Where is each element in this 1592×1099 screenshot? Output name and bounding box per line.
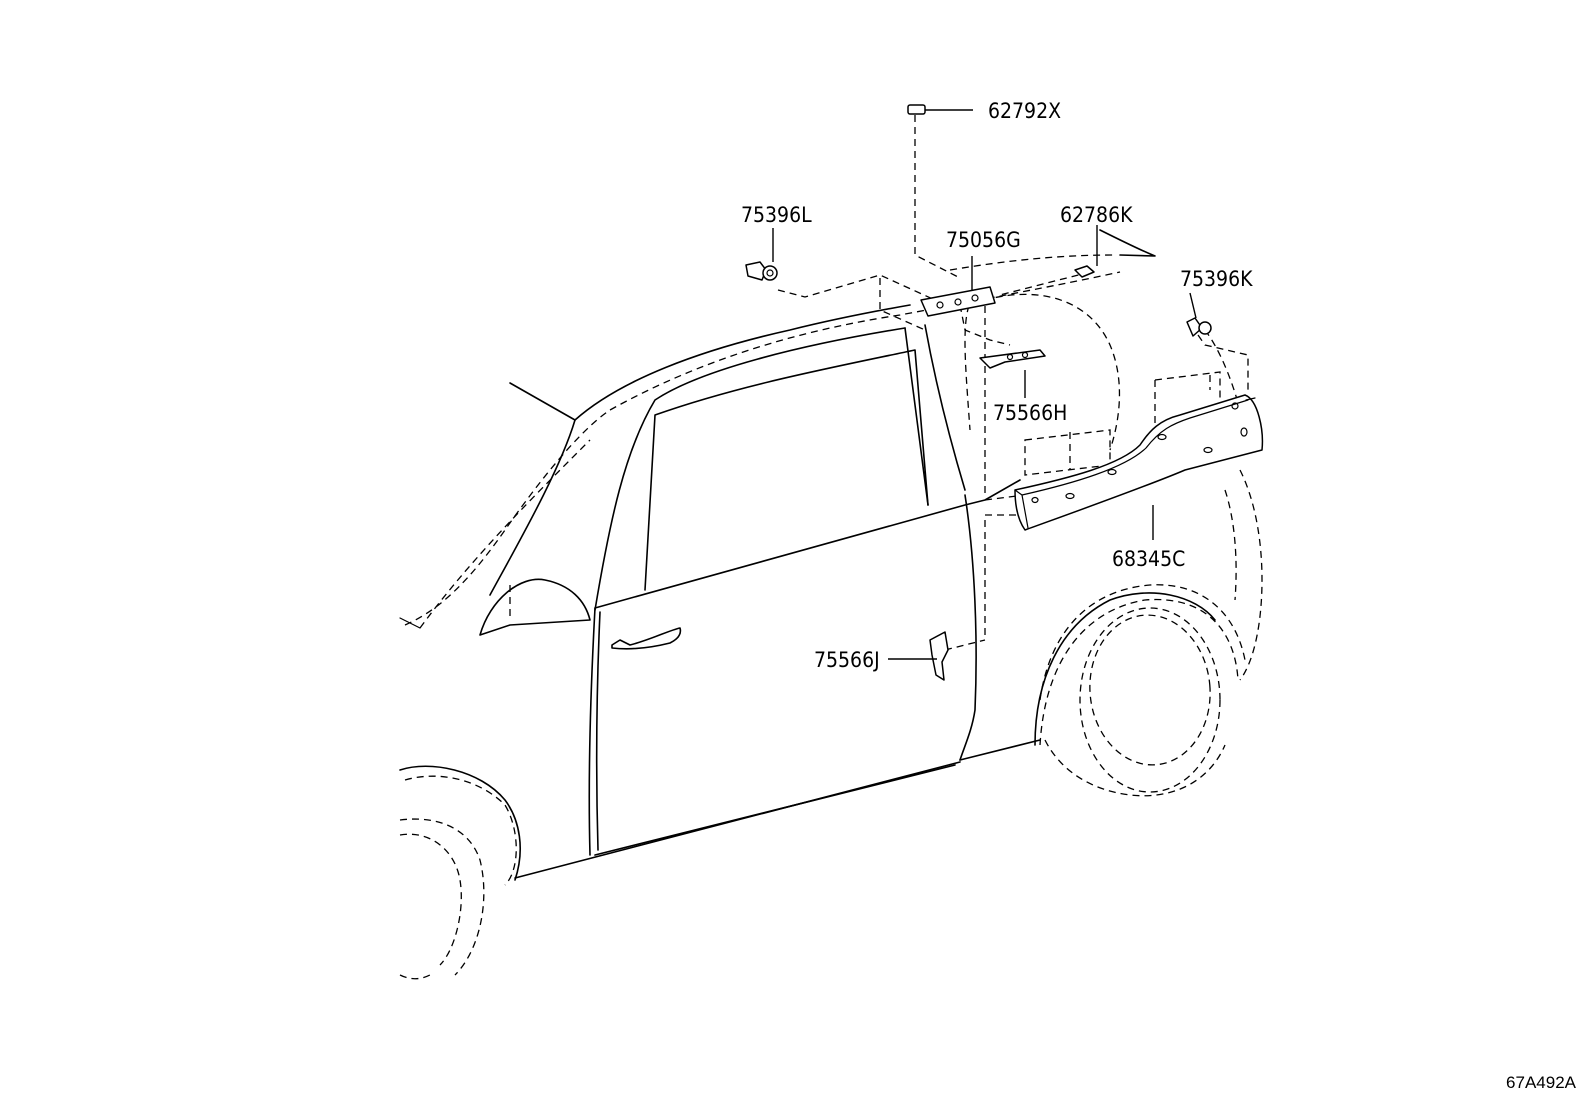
callout-labels: 62792X 75396L 75056G 62786K 75396K 75566…	[741, 99, 1253, 672]
part-75396l-clip	[745, 261, 778, 281]
callout-62786k: 62786K	[1060, 203, 1133, 227]
diagram-reference-code: 67A492A	[1506, 1073, 1577, 1092]
callout-75056g: 75056G	[946, 228, 1021, 252]
callout-75566j: 75566J	[814, 648, 880, 672]
vehicle-body-solid	[399, 229, 1216, 881]
vehicle-body-outline	[399, 115, 1263, 980]
part-75056g-garnish	[920, 286, 996, 317]
part-75566h-bracket	[979, 349, 1046, 369]
callout-75396l: 75396L	[741, 203, 812, 227]
callout-75566h: 75566H	[993, 401, 1067, 425]
part-75566j-bracket	[929, 631, 949, 681]
callout-68345c: 68345C	[1112, 547, 1185, 571]
part-75396k-clip	[1186, 317, 1212, 337]
part-68345c-molding	[1014, 394, 1264, 531]
part-62786k-pad	[1074, 265, 1095, 278]
callout-75396k: 75396K	[1180, 267, 1253, 291]
callout-62792x: 62792X	[988, 99, 1061, 123]
part-62792x-clip	[907, 104, 926, 115]
leader-lines	[772, 109, 1197, 660]
